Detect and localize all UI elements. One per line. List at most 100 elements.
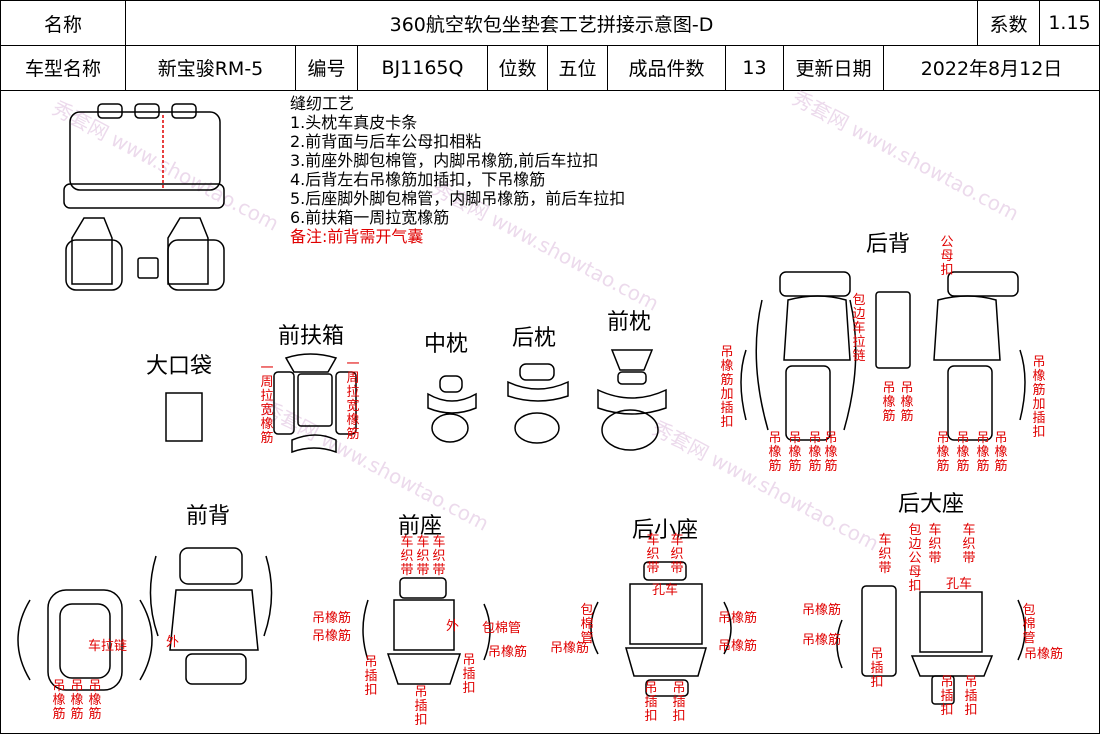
sheet-title: 360航空软包坐垫套工艺拼接示意图-D	[126, 1, 978, 45]
note-zip-male-female: 公母扣	[940, 235, 954, 278]
seats-value: 五位	[548, 45, 608, 90]
sewing-notes: 缝纫工艺 1.头枕车真皮卡条 2.前背面与后车公母扣相粘 3.前座外脚包棉管，内…	[290, 94, 625, 246]
note-hang-elastic: 吊橡筋	[824, 431, 838, 474]
coef-value: 1.15	[1048, 12, 1091, 34]
coef-label: 系数	[978, 1, 1040, 45]
note-hang-elastic: 吊橡筋	[1024, 647, 1064, 662]
note-item: 4.后背左右吊橡筋加插扣，下吊橡筋	[290, 170, 546, 189]
note-hang-elastic: 吊橡筋	[312, 611, 352, 626]
note-weave-strap: 车织带	[928, 523, 942, 566]
front-seat-pieces	[362, 577, 491, 685]
note-wrap-cotton: 包棉管	[482, 621, 522, 636]
note-elastic-clip-left: 吊橡筋加插扣	[720, 345, 734, 430]
note-hang-elastic: 吊橡筋	[788, 431, 802, 474]
note-wrap-hang: 包边公母扣	[908, 523, 922, 594]
note-hang-elastic: 吊橡筋	[936, 431, 950, 474]
overview-rear-seat	[63, 103, 225, 209]
label-rear-big-seat: 后大座	[898, 492, 965, 517]
rear-back-pieces	[740, 271, 1026, 441]
note-weave-strap: 车织带	[670, 533, 684, 576]
note-hang-elastic: 吊橡筋	[718, 639, 758, 654]
note-wrap-zip: 包边车拉链	[852, 293, 866, 364]
note-weave-strap: 车织带	[962, 523, 976, 566]
note-elastic-clip-right: 吊橡筋加插扣	[1032, 355, 1046, 440]
model-value: 新宝骏RM-5	[126, 45, 296, 90]
label-mid-pillow: 中枕	[424, 332, 469, 357]
label-front-back: 前背	[186, 504, 231, 529]
note-hang-clip: 吊插扣	[964, 675, 978, 718]
front-back-pieces	[17, 547, 273, 691]
pieces-value: 13	[726, 45, 784, 90]
note-hang-elastic: 吊橡筋	[882, 381, 896, 424]
overview-front-seats	[65, 217, 225, 291]
note-weave-strap: 车织带	[416, 535, 430, 578]
pieces-label: 成品件数	[608, 45, 726, 90]
code-value: BJ1165Q	[358, 45, 488, 90]
note-hang-elastic: 吊橡筋	[802, 633, 842, 648]
note-wide-elastic-right: 一周拉宽橡筋	[346, 357, 360, 442]
name-label: 名称	[1, 1, 126, 45]
label-front-armrest: 前扶箱	[278, 324, 345, 349]
notes-remark: 备注:前背需开气囊	[290, 227, 424, 246]
rear-small-seat-pieces	[590, 561, 732, 697]
note-hang-clip: 吊插扣	[644, 681, 658, 724]
note-hang-elastic: 吊橡筋	[808, 431, 822, 474]
rear-pillow-pieces	[507, 363, 569, 444]
note-hang-elastic: 吊橡筋	[312, 629, 352, 644]
label-rear-small-seat: 后小座	[632, 518, 699, 543]
seats-label: 位数	[488, 45, 548, 90]
note-weave-strap: 车织带	[878, 533, 892, 576]
note-wide-elastic-left: 一周拉宽橡筋	[260, 361, 274, 446]
label-front-pillow: 前枕	[607, 310, 652, 335]
note-weave-strap: 车织带	[400, 535, 414, 578]
note-weave-strap: 车织带	[432, 535, 446, 578]
header-row-2: 车型名称 新宝骏RM-5 编号 BJ1165Q 位数 五位 成品件数 13 更新…	[1, 45, 1099, 91]
note-hang-elastic: 吊橡筋	[900, 381, 914, 424]
note-hang-elastic: 吊橡筋	[550, 641, 590, 656]
note-hang-elastic: 吊橡筋	[976, 431, 990, 474]
note-item: 5.后座脚外脚包棉管，内脚吊橡筋，前后车拉扣	[290, 189, 626, 208]
front-armrest-pieces	[273, 353, 357, 454]
date-label: 更新日期	[784, 45, 884, 90]
note-hang-clip: 吊插扣	[870, 647, 884, 690]
note-wrap-cotton: 包棉管	[1022, 603, 1036, 646]
note-item: 3.前座外脚包棉管，内脚吊橡筋,前后车拉扣	[290, 151, 599, 170]
note-hang-elastic: 吊橡筋	[52, 679, 66, 722]
mid-pillow-pieces	[427, 375, 477, 443]
big-pocket-piece	[165, 392, 203, 442]
note-outer: 外	[446, 619, 460, 634]
note-item: 2.前背面与后车公母扣相粘	[290, 132, 482, 151]
note-hang-elastic: 吊橡筋	[88, 679, 102, 722]
note-hang-elastic: 吊橡筋	[802, 603, 842, 618]
note-wrap-cotton: 包棉管	[580, 603, 594, 646]
note-hang-elastic: 吊橡筋	[718, 611, 758, 626]
note-outer: 外	[166, 635, 180, 650]
note-weave-strap: 车织带	[646, 533, 660, 576]
note-hang-clip: 吊插扣	[940, 675, 954, 718]
note-hang-elastic: 吊橡筋	[994, 431, 1008, 474]
note-hole-car: 孔车	[946, 577, 973, 592]
note-hang-elastic: 吊橡筋	[956, 431, 970, 474]
note-item: 6.前扶箱一周拉宽橡筋	[290, 208, 450, 227]
front-pillow-pieces	[597, 349, 667, 451]
note-hang-clip: 吊插扣	[672, 681, 686, 724]
note-hole-car: 孔车	[652, 583, 679, 598]
note-hang-clip: 吊插扣	[364, 655, 378, 698]
code-label: 编号	[296, 45, 358, 90]
note-hang-elastic: 吊橡筋	[70, 679, 84, 722]
label-big-pocket: 大口袋	[146, 354, 213, 379]
model-label: 车型名称	[1, 45, 126, 90]
date-value: 2022年8月12日	[920, 58, 1063, 80]
note-item: 1.头枕车真皮卡条	[290, 113, 418, 132]
note-hang-clip: 吊插扣	[414, 685, 428, 728]
label-front-seat: 前座	[398, 514, 443, 539]
header-row-1: 名称 360航空软包坐垫套工艺拼接示意图-D 系数 1.15	[1, 1, 1099, 46]
note-zipper: 车拉链	[88, 639, 128, 654]
note-hang-clip: 吊插扣	[462, 653, 476, 696]
label-rear-back: 后背	[866, 232, 911, 257]
note-hang-elastic: 吊橡筋	[768, 431, 782, 474]
notes-title: 缝纫工艺	[290, 94, 355, 113]
note-hang-elastic: 吊橡筋	[488, 645, 528, 660]
